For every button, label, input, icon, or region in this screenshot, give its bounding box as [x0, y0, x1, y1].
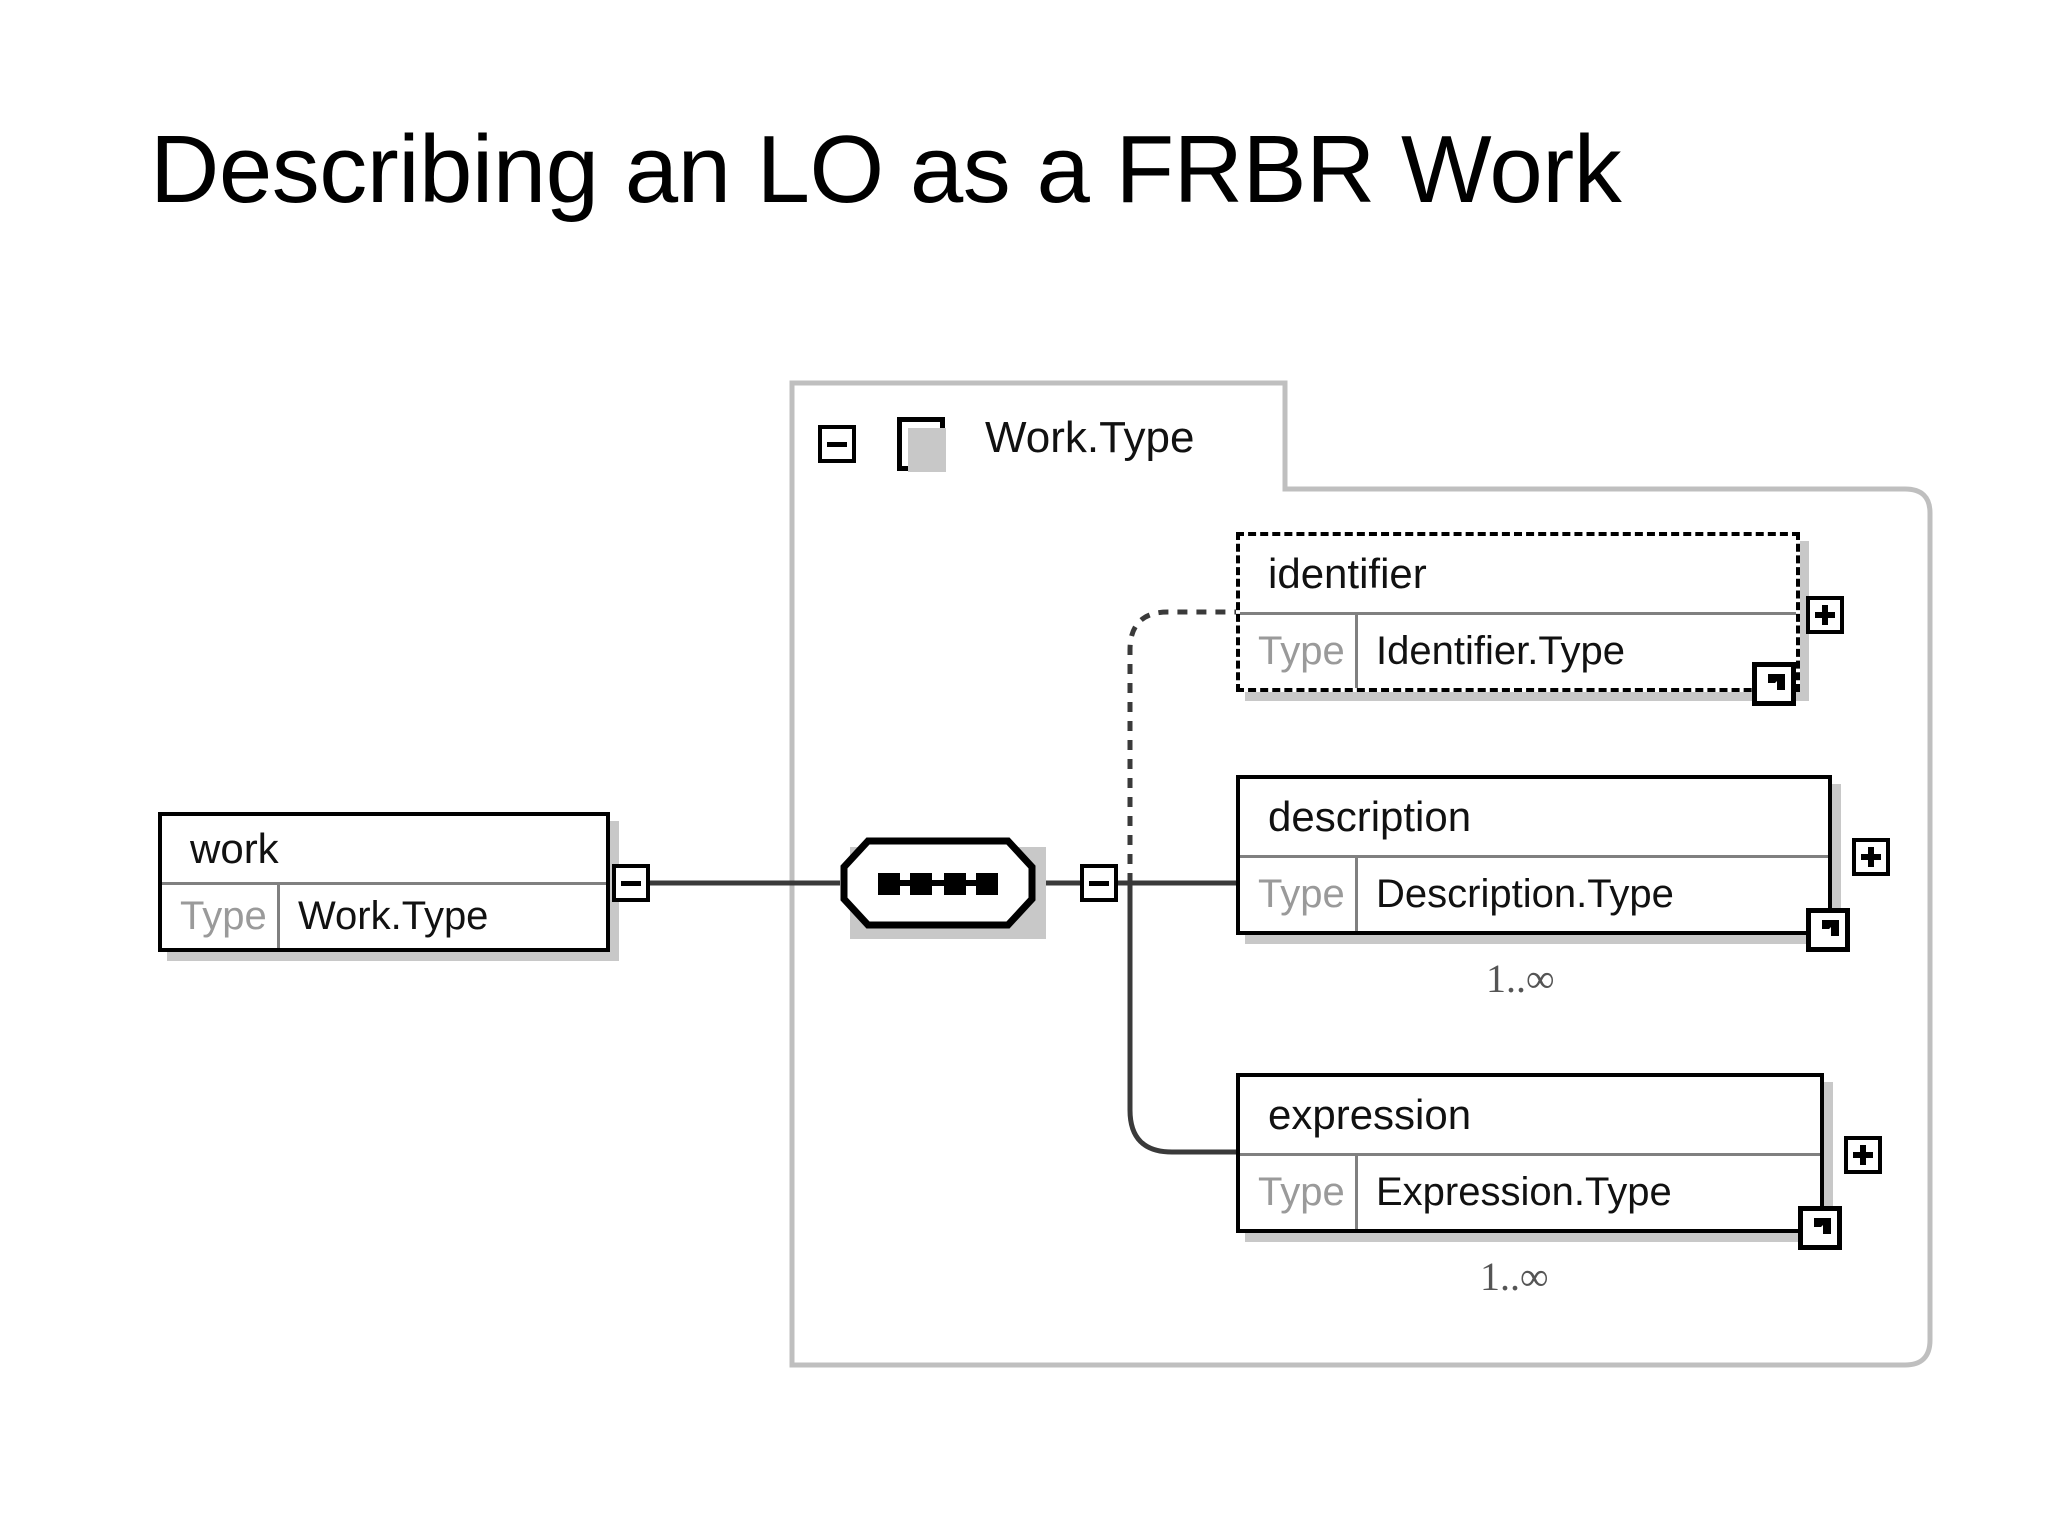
node-body: description Type Description.Type — [1236, 775, 1832, 935]
type-value: Description.Type — [1376, 872, 1674, 916]
minus-glyph — [827, 441, 847, 447]
arrow-glyph — [1817, 920, 1839, 941]
element-node-work[interactable]: work Type Work.Type — [158, 812, 619, 961]
element-node-expression[interactable]: expression Type Expression.Type — [1236, 1073, 1833, 1242]
minus-glyph — [1089, 880, 1109, 886]
page-title: Describing an LO as a FRBR Work — [150, 116, 1622, 223]
plus-glyph — [1853, 1145, 1873, 1165]
type-value: Work.Type — [298, 894, 489, 938]
node-body: work Type Work.Type — [158, 812, 610, 952]
type-label: Type — [1240, 858, 1358, 931]
connector-branch-identifier — [1127, 609, 1236, 883]
element-name-description: description — [1240, 779, 1828, 855]
reference-arrow-icon-expression[interactable] — [1798, 1206, 1842, 1250]
plus-glyph — [1815, 605, 1835, 625]
icon-shadow — [908, 428, 946, 472]
arrow-glyph — [1763, 674, 1785, 695]
element-type-row: Type Expression.Type — [1240, 1153, 1820, 1229]
reference-arrow-icon-description[interactable] — [1806, 908, 1850, 952]
sequence-compositor-node[interactable] — [840, 837, 1046, 939]
minus-glyph — [621, 880, 641, 886]
connector-branch-expression — [1127, 883, 1236, 1155]
type-value: Identifier.Type — [1376, 629, 1626, 673]
type-label: Type — [162, 885, 280, 948]
element-type-row: Type Description.Type — [1240, 855, 1828, 931]
minus-box-icon-group-header[interactable] — [818, 425, 856, 463]
plus-glyph — [1861, 847, 1881, 867]
element-name-work: work — [162, 816, 606, 882]
node-body: expression Type Expression.Type — [1236, 1073, 1824, 1233]
element-node-identifier[interactable]: identifier Type Identifier.Type — [1236, 532, 1809, 701]
element-type-row: Type Identifier.Type — [1240, 612, 1796, 688]
type-value: Expression.Type — [1376, 1170, 1672, 1214]
arrow-glyph — [1809, 1218, 1831, 1239]
cardinality-description: 1..∞ — [1486, 956, 1555, 1001]
minus-box-icon-sequence[interactable] — [1080, 864, 1118, 902]
plus-box-icon-expression[interactable] — [1844, 1136, 1882, 1174]
model-group-container — [789, 380, 1933, 1368]
type-label: Type — [1240, 615, 1358, 688]
element-name-identifier: identifier — [1240, 536, 1796, 612]
plus-box-icon-identifier[interactable] — [1806, 596, 1844, 634]
minus-box-icon-work[interactable] — [612, 864, 650, 902]
group-header-label: Work.Type — [985, 413, 1195, 462]
element-node-description[interactable]: description Type Description.Type — [1236, 775, 1841, 944]
cardinality-expression: 1..∞ — [1480, 1254, 1549, 1299]
complex-type-square-icon — [897, 417, 946, 472]
reference-arrow-icon-identifier[interactable] — [1752, 662, 1796, 706]
type-label: Type — [1240, 1156, 1358, 1229]
plus-box-icon-description[interactable] — [1852, 838, 1890, 876]
sequence-icon — [840, 837, 1036, 929]
element-name-expression: expression — [1240, 1077, 1820, 1153]
element-type-row: Type Work.Type — [162, 882, 606, 948]
node-body: identifier Type Identifier.Type — [1236, 532, 1800, 692]
